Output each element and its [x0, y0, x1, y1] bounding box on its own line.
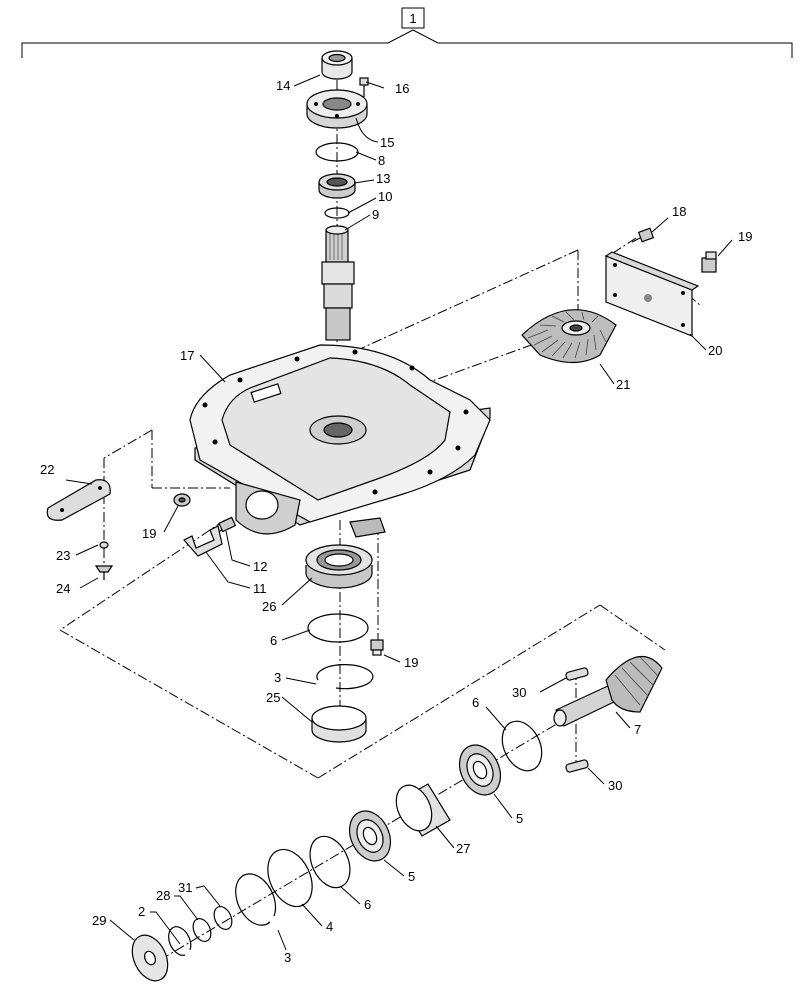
washer-part-23 [99, 541, 109, 549]
callout-29: 29 [92, 913, 106, 928]
plug-part-19-lower [370, 639, 384, 656]
pinion-shaft-part-7 [553, 655, 663, 727]
ball-bearing-part-5-upper [458, 744, 502, 796]
callout-18: 18 [672, 204, 686, 219]
callout-6-middle: 6 [472, 695, 479, 710]
bevel-gear-part-21 [521, 309, 617, 364]
o-ring-part-6-upper [307, 613, 369, 643]
screw-part-16 [359, 77, 369, 97]
plug-part-19-upper [701, 251, 717, 273]
callout-25: 25 [266, 690, 280, 705]
snap-ring-part-3-upper [316, 664, 374, 690]
shaft-part-9 [321, 225, 355, 341]
leader-lines [65, 74, 733, 951]
callout-3-lower: 3 [284, 950, 291, 965]
callout-15: 15 [380, 135, 394, 150]
seal-part-14 [321, 50, 353, 80]
callout-23: 23 [56, 548, 70, 563]
callout-22: 22 [40, 462, 54, 477]
callout-9: 9 [372, 207, 379, 222]
callout-31: 31 [178, 880, 192, 895]
o-ring-part-6-middle [501, 720, 543, 772]
cup-part-25 [311, 705, 367, 743]
callout-2: 2 [138, 904, 145, 919]
callout-27: 27 [456, 841, 470, 856]
callout-28: 28 [156, 888, 170, 903]
callout-4: 4 [326, 919, 333, 934]
callout-30-upper: 30 [512, 685, 526, 700]
callout-11: 11 [253, 581, 267, 596]
flange-part-15 [306, 89, 368, 129]
callout-21: 21 [616, 377, 630, 392]
spacer-part-27 [395, 783, 451, 837]
callout-19-upper: 19 [738, 229, 752, 244]
washer-part-29 [131, 934, 169, 982]
bracket-part-11 [183, 525, 223, 557]
callout-12: 12 [253, 559, 267, 574]
key-part-30-upper [565, 667, 589, 681]
callout-19-lower: 19 [404, 655, 418, 670]
gearbox-housing-part-17 [189, 344, 491, 538]
snap-ring-part-3-lower [235, 873, 277, 926]
ball-bearing-part-5-lower [348, 810, 392, 862]
callout-8: 8 [378, 153, 385, 168]
assembly-number: 1 [409, 11, 416, 26]
o-ring-part-8 [315, 142, 359, 162]
assembly-bracket [21, 7, 793, 58]
callout-19-left: 19 [142, 526, 156, 541]
o-ring-part-6-lower [309, 835, 351, 889]
ring-part-31 [213, 906, 233, 930]
snap-ring-part-2 [168, 926, 192, 956]
cover-plate-part-20 [604, 251, 700, 337]
callout-labels: 14 16 15 8 13 10 9 18 19 20 21 17 22 19 … [40, 78, 752, 965]
bearing-part-13 [318, 173, 356, 199]
callout-5-upper: 5 [516, 811, 523, 826]
plug-part-19-left [173, 493, 191, 507]
callout-24: 24 [56, 581, 70, 596]
tapered-bearing-part-26 [305, 544, 373, 589]
callout-5-lower: 5 [408, 869, 415, 884]
bolt-part-18 [631, 227, 655, 243]
callout-14: 14 [276, 78, 290, 93]
wing-screw-part-24 [94, 565, 114, 580]
callout-30-lower: 30 [608, 778, 622, 793]
callout-6-lower: 6 [364, 897, 371, 912]
ring-part-4 [267, 848, 313, 908]
callout-16: 16 [395, 81, 409, 96]
callout-3-upper: 3 [274, 670, 281, 685]
callout-6-upper: 6 [270, 633, 277, 648]
cover-part-22 [46, 479, 111, 521]
callout-20: 20 [708, 343, 722, 358]
callout-17: 17 [180, 348, 194, 363]
callout-7: 7 [634, 722, 641, 737]
callout-13: 13 [376, 171, 390, 186]
callout-10: 10 [378, 189, 392, 204]
callout-26: 26 [262, 599, 276, 614]
key-part-30-lower [565, 759, 589, 773]
